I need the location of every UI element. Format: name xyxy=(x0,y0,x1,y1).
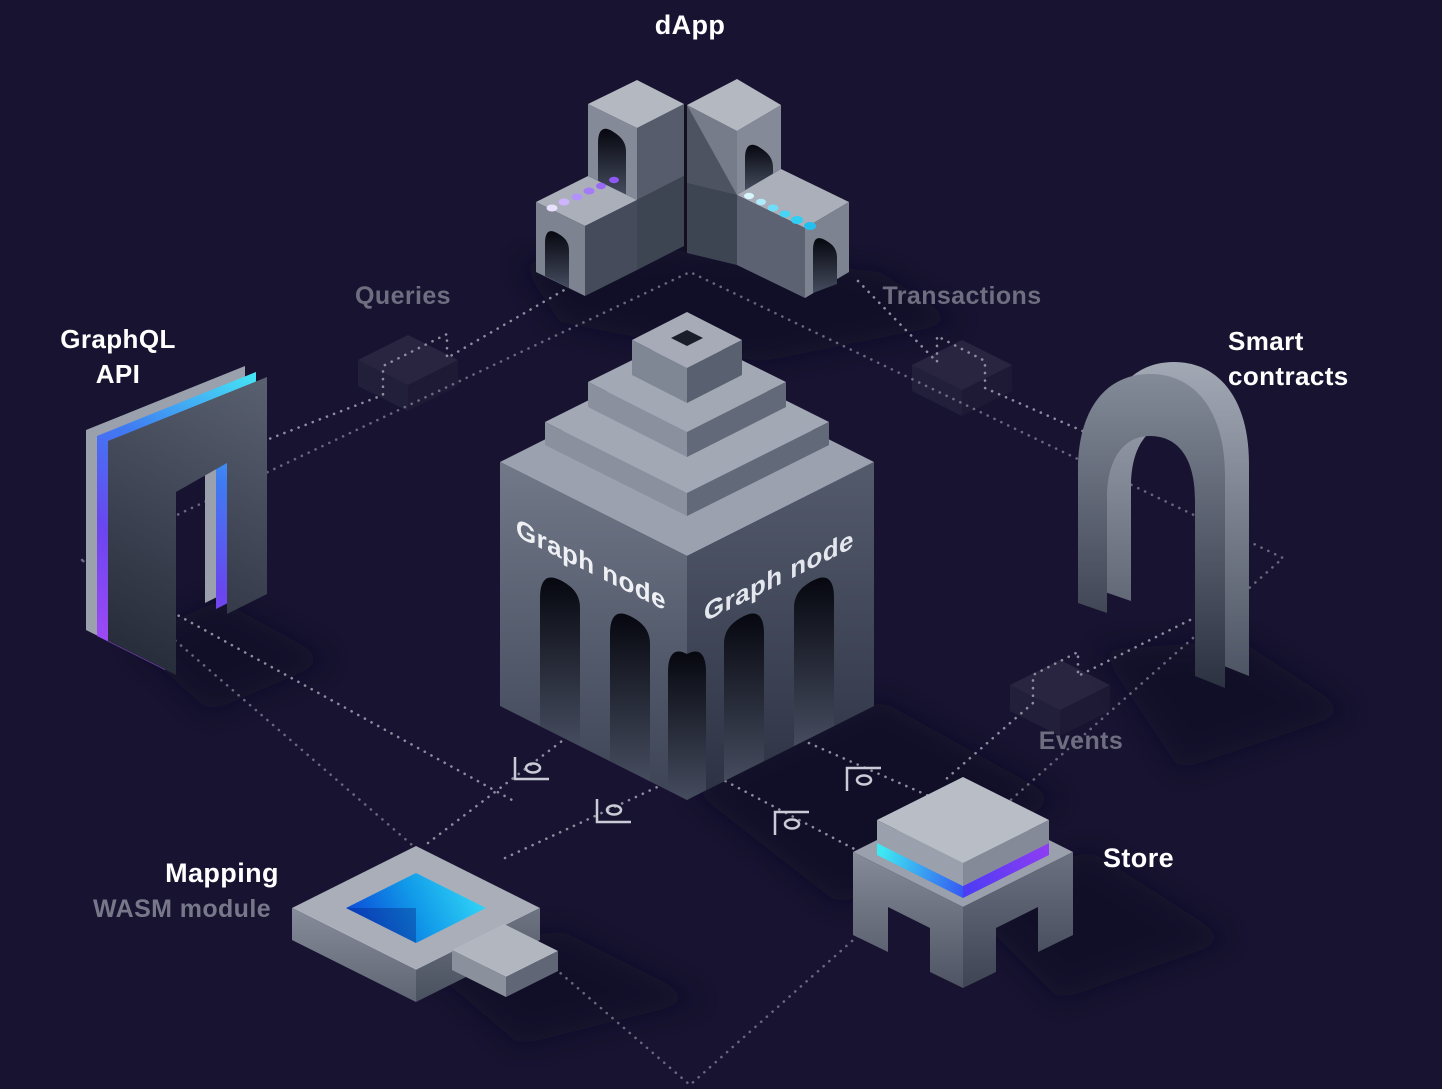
dapp-structure xyxy=(536,79,849,298)
ground-diamond xyxy=(79,270,1286,1087)
events-label: Events xyxy=(1038,727,1124,755)
node-top-vent xyxy=(671,330,703,346)
node-arches xyxy=(540,577,834,800)
queries-connector xyxy=(254,280,580,446)
corner-ruler-icon xyxy=(845,766,881,791)
store-glow-right xyxy=(963,843,1049,898)
mapping-left-face xyxy=(292,908,416,1002)
events-connector xyxy=(943,618,1192,782)
mapping-node-connector-2 xyxy=(503,780,670,860)
store-base-right xyxy=(963,852,1073,988)
mapping-structure xyxy=(292,846,558,1002)
graphql-api-label: GraphQL API xyxy=(60,324,176,389)
store-base-left xyxy=(853,852,963,988)
transactions-label: Transactions xyxy=(882,282,1042,310)
flow-cube-events xyxy=(1010,660,1110,736)
queries-label: Queries xyxy=(355,282,451,310)
dapp-purple-dots xyxy=(546,176,619,212)
corner-ruler-icon xyxy=(595,799,631,824)
transactions-connector xyxy=(856,279,1114,446)
mapping-step-top xyxy=(452,924,558,977)
graphql-api-structure xyxy=(86,366,267,675)
mapping-pool xyxy=(346,873,486,943)
dapp-cyan-dots xyxy=(744,192,816,230)
graphql-front-face xyxy=(108,377,267,675)
corner-markers xyxy=(513,757,881,835)
graph-node-structure xyxy=(500,312,874,800)
corner-ruler-icon xyxy=(513,757,549,781)
store-glow-left xyxy=(877,843,963,898)
mapping-label: Mapping xyxy=(165,858,279,888)
smart-contracts-label: Smart contracts xyxy=(1228,326,1349,391)
dapp-label: dApp xyxy=(654,10,726,40)
corner-ruler-icon xyxy=(773,810,809,835)
store-label: Store xyxy=(1103,843,1175,873)
smart-contracts-structure xyxy=(1078,362,1249,688)
store-structure xyxy=(853,777,1073,988)
smart-contracts-front xyxy=(1078,374,1225,688)
wasm-module-label: WASM module xyxy=(92,895,272,923)
